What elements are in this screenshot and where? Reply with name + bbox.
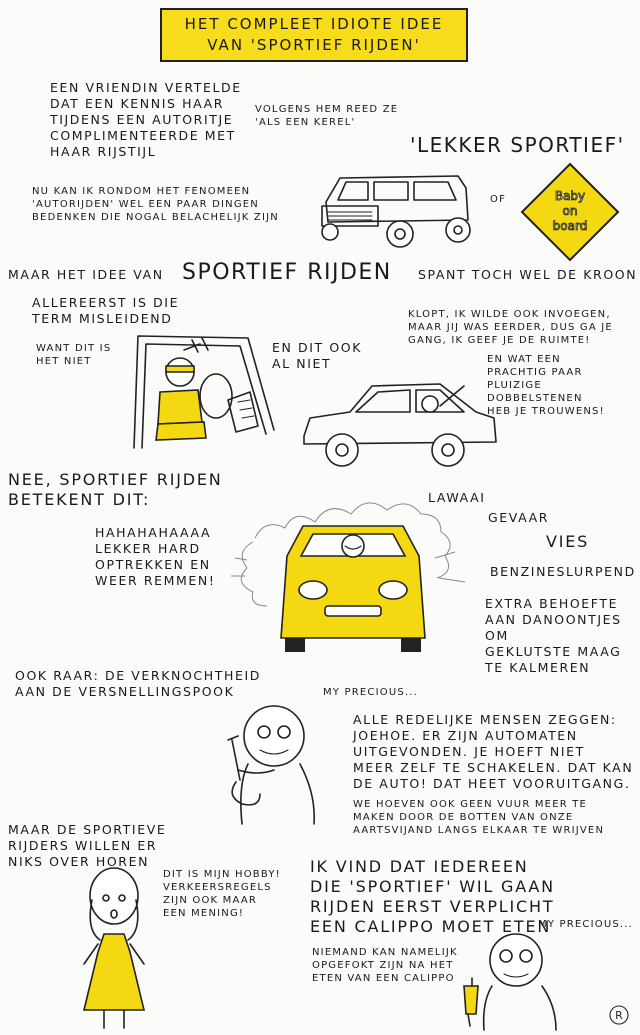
sportieve-heading: Maar de sportieverijders willen erniks o… — [8, 822, 167, 869]
benzine-label: Benzineslurpend — [490, 564, 636, 579]
baby-on-board-sign: Baby on board — [520, 162, 620, 262]
haha-text: Hahahahaaaalekker hardoptrekken enweer r… — [95, 525, 216, 588]
pook-heading: Ook raar: de verknochtheidaan de versnel… — [15, 668, 261, 699]
title-line-1: Het compleet idiote idee — [184, 15, 444, 33]
lekker-sportief-quote: 'Lekker sportief' — [410, 133, 625, 157]
precious-label-2: My precious... — [538, 919, 634, 930]
wat-text: En wat eenprachtig paarpluizigedobbelste… — [487, 354, 605, 417]
pook-text: Alle redelijke mensen zeggen:Joehoe. Er … — [353, 712, 634, 791]
title-line-2: van 'sportief rijden' — [207, 36, 421, 54]
suv-drawing — [321, 175, 471, 248]
precious-label: My precious... — [323, 687, 419, 698]
intro-text-3: Nu kan ik rondom het fenomeen'autorijden… — [32, 186, 279, 223]
svg-text:R: R — [615, 1009, 623, 1022]
sporty-driver-drawing — [133, 335, 275, 449]
intro-text-1: Een vriendin verteldedat een kennis haar… — [50, 80, 242, 159]
gevaar-label: Gevaar — [488, 510, 550, 525]
vies-label: Vies — [546, 532, 590, 551]
sedan-drawing — [303, 383, 497, 467]
want-text: Want dit ishet niet — [36, 343, 112, 367]
lawaai-label: Lawaai — [428, 490, 486, 505]
pook-small-text: We hoeven ook geen vuur meer temaken doo… — [353, 799, 605, 836]
page-title: Het compleet idiote idee van 'sportief r… — [160, 8, 468, 62]
sign-line-2: on — [563, 204, 578, 218]
intro-text-2: Volgens hem reed ze'als een kerel' — [255, 104, 399, 128]
gearstick-person-drawing — [227, 705, 316, 825]
niemand-text: Niemand kan namelijkopgefokt zijn na het… — [312, 947, 458, 984]
calippo-person-drawing — [463, 933, 557, 1031]
betekent-heading: Nee, sportief rijdenbetekent dit: — [8, 470, 223, 509]
or-label: of — [490, 194, 507, 205]
kroon-big: sportief rijden — [182, 260, 392, 285]
yellow-car-drawing — [231, 502, 466, 652]
sign-line-1: Baby — [555, 189, 585, 203]
vind-text: Ik vind dat iedereendie 'sportief' wil g… — [310, 857, 555, 936]
kroon-pre: Maar het idee van — [8, 267, 164, 282]
kroon-post: spant toch wel de kroon — [418, 267, 638, 282]
klopt-text: Klopt, ik wilde ook invoegen,maar jij wa… — [408, 309, 613, 346]
misleidend-heading: Allereerst is dieterm misleidend — [32, 295, 180, 326]
ook-text: En dit ookal niet — [272, 340, 363, 371]
extra-text: Extra behoefteaan danoontjes omgeklutste… — [485, 596, 622, 675]
hobby-text: Dit is mijn hobby!Verkeersregelszijn ook… — [163, 869, 281, 919]
girl-yellow-dress-drawing — [82, 867, 146, 1029]
sign-line-3: board — [553, 219, 588, 233]
signature-mark: R — [609, 1005, 629, 1025]
